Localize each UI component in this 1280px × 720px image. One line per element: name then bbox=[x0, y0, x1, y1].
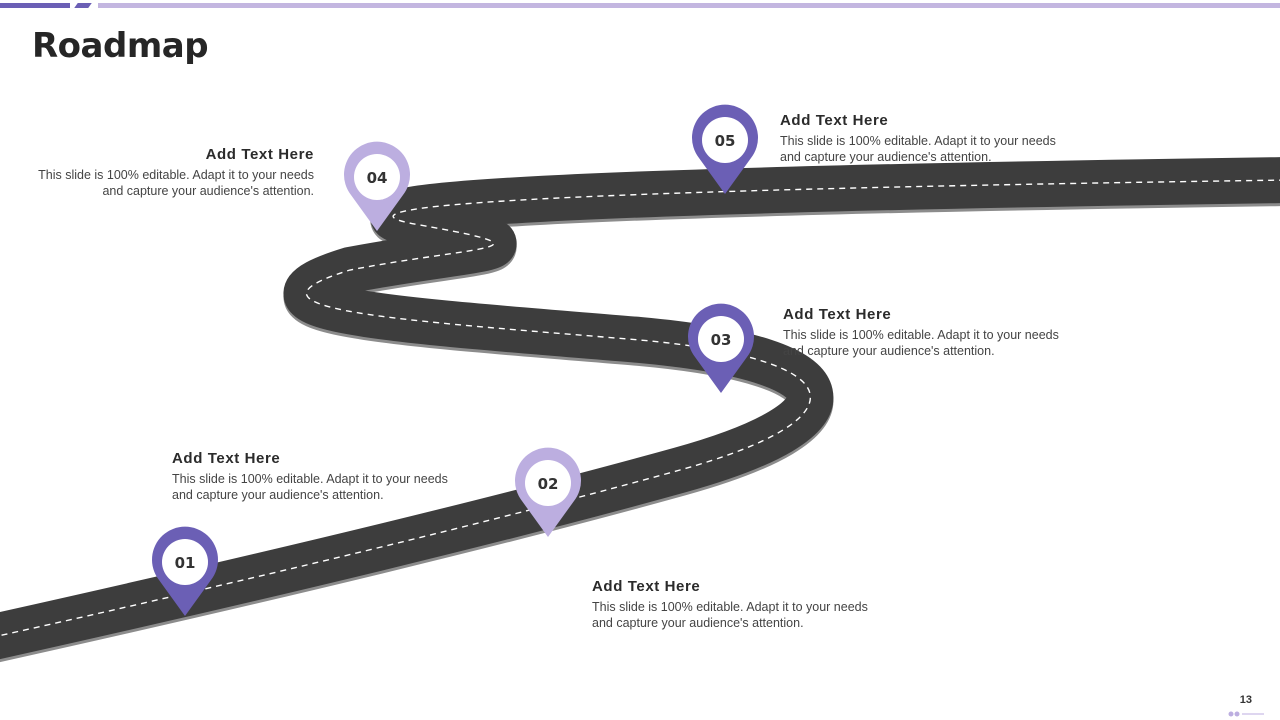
milestone-pin-05[interactable]: 05 bbox=[692, 104, 758, 194]
milestone-heading: Add Text Here bbox=[783, 306, 892, 323]
milestone-pin-04[interactable]: 04 bbox=[344, 141, 410, 231]
milestone-description: This slide is 100% editable. Adapt it to… bbox=[780, 134, 1056, 164]
slide-title: Roadmap bbox=[32, 26, 209, 66]
top-accent-bar-light bbox=[98, 3, 1280, 8]
milestone-number: 04 bbox=[367, 169, 388, 187]
top-accent-bar-dark bbox=[0, 3, 70, 8]
milestone-text-04: Add Text Here This slide is 100% editabl… bbox=[34, 146, 314, 199]
milestone-number: 02 bbox=[538, 475, 559, 493]
milestone-pin-01[interactable]: 01 bbox=[152, 526, 218, 616]
milestone-description: This slide is 100% editable. Adapt it to… bbox=[592, 600, 868, 630]
milestone-text-05: Add Text Here This slide is 100% editabl… bbox=[780, 112, 1060, 165]
milestone-number: 01 bbox=[175, 554, 196, 572]
milestone-heading: Add Text Here bbox=[172, 450, 281, 467]
milestone-heading: Add Text Here bbox=[780, 112, 889, 129]
milestone-number: 05 bbox=[715, 132, 736, 150]
milestone-heading: Add Text Here bbox=[592, 578, 701, 595]
milestone-text-01: Add Text Here This slide is 100% editabl… bbox=[172, 450, 452, 503]
milestone-heading: Add Text Here bbox=[205, 146, 314, 163]
milestone-description: This slide is 100% editable. Adapt it to… bbox=[172, 472, 448, 502]
milestone-text-02: Add Text Here This slide is 100% editabl… bbox=[592, 578, 872, 631]
milestone-text-03: Add Text Here This slide is 100% editabl… bbox=[783, 306, 1063, 359]
milestone-description: This slide is 100% editable. Adapt it to… bbox=[783, 328, 1059, 358]
page-number: 13 bbox=[1239, 694, 1252, 706]
footer-dots-icon bbox=[1228, 711, 1264, 717]
road-center-line bbox=[0, 179, 1280, 637]
milestone-pin-02[interactable]: 02 bbox=[515, 447, 581, 537]
milestone-pin-03[interactable]: 03 bbox=[688, 303, 754, 393]
milestone-description: This slide is 100% editable. Adapt it to… bbox=[38, 168, 314, 198]
milestone-number: 03 bbox=[711, 331, 732, 349]
